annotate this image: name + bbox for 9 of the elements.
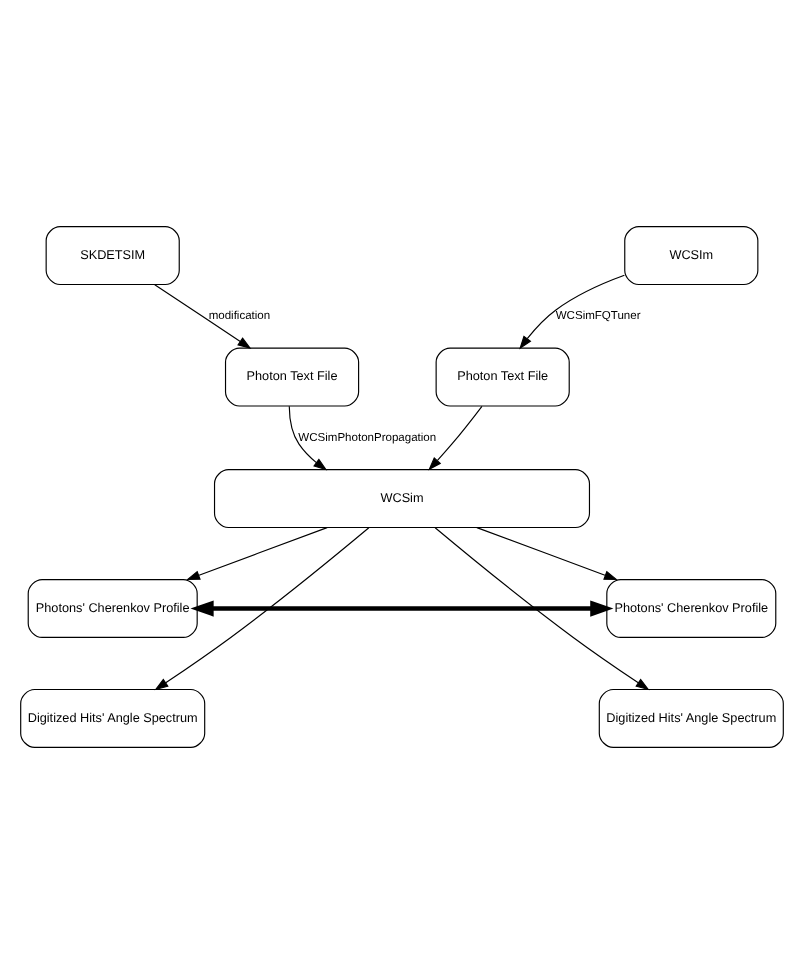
arrow <box>154 526 370 690</box>
arrow <box>519 273 625 349</box>
arrow <box>434 526 650 690</box>
arrow <box>154 283 252 348</box>
arrow <box>186 526 328 580</box>
arrow <box>428 404 483 470</box>
arrow <box>190 599 614 616</box>
arrow <box>288 404 328 470</box>
arrow <box>476 526 618 580</box>
